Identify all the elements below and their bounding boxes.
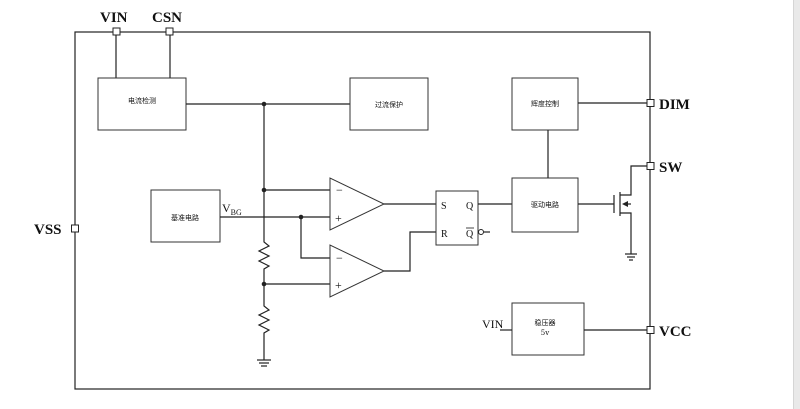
block-overcurrent — [349, 77, 429, 131]
vbg-label: VBG — [222, 201, 242, 217]
comparator-2-minus: − — [336, 251, 343, 265]
block-reference — [150, 189, 221, 243]
vin-regulator-label: VIN — [482, 317, 504, 331]
ff-qbar-bubble — [478, 229, 484, 235]
block-brightness-label: 辉度控制 — [531, 99, 559, 108]
comparator-1 — [329, 177, 386, 231]
pin-vss-label: VSS — [34, 222, 62, 238]
chip-outline — [74, 31, 651, 390]
sr-flip-flop — [435, 190, 479, 246]
wire-drain-to-sw — [620, 165, 648, 196]
comparator-2-plus: + — [335, 278, 342, 292]
vbg-sub: BG — [231, 208, 242, 217]
vertical-scrollbar[interactable] — [793, 0, 800, 409]
comparator-2 — [329, 244, 386, 298]
pin-vin-label: VIN — [100, 10, 128, 26]
block-regulator-sublabel: 5v — [541, 329, 549, 337]
block-driver — [511, 177, 579, 233]
mosfet-arrow — [622, 201, 628, 207]
vbg-main: V — [222, 201, 231, 215]
resistor-upper — [257, 238, 271, 284]
pin-vss — [71, 224, 79, 233]
pin-sw-label: SW — [659, 160, 682, 176]
ff-q-label: Q — [466, 201, 474, 212]
block-regulator-label: 稳压器 — [535, 318, 556, 327]
block-driver-label: 驱动电路 — [531, 200, 559, 209]
wire-source-to-ground — [620, 212, 632, 254]
block-regulator — [511, 302, 585, 356]
wire-vbg-to-comp2 — [300, 217, 330, 259]
pin-dim-label: DIM — [659, 97, 690, 113]
block-reference-label: 基准电路 — [171, 213, 199, 222]
pin-sw — [646, 162, 655, 170]
comparator-1-minus: − — [336, 183, 343, 197]
block-current-detect-label: 电流检测 — [128, 96, 156, 105]
ff-s-label: S — [441, 201, 447, 212]
block-overcurrent-label: 过流保护 — [375, 100, 403, 109]
ff-r-label: R — [441, 229, 448, 240]
resistor-lower — [257, 284, 271, 360]
wire-comp2-to-r — [384, 231, 436, 272]
pin-csn-label: CSN — [152, 10, 182, 26]
comparator-1-plus: + — [335, 211, 342, 225]
pin-vcc-label: VCC — [659, 324, 692, 340]
pin-vcc — [646, 326, 655, 334]
block-brightness — [511, 77, 579, 131]
pin-vin — [112, 27, 121, 36]
pin-dim — [646, 99, 655, 107]
block-current-detect — [97, 77, 187, 131]
ff-qbar-label: Q — [466, 229, 474, 240]
pin-csn — [165, 27, 174, 36]
